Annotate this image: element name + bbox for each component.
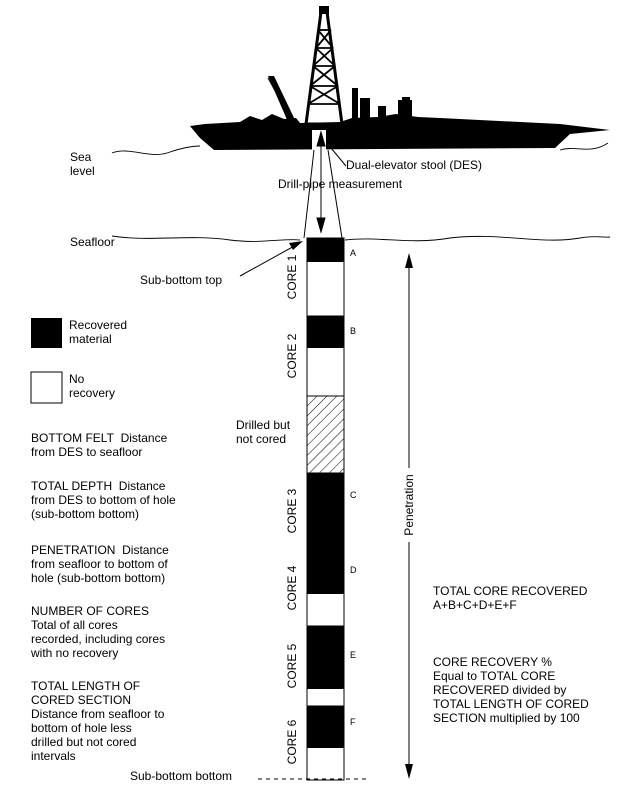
definition-total-depth: TOTAL DEPTH Distance from DES to bottom … [31,479,176,521]
des-label: Dual-elevator stool (DES) [346,158,483,172]
legend-no-recovery-swatch [30,371,63,404]
seafloor-label: Seafloor [70,235,115,249]
drilled-not-cored-zone [307,396,344,473]
core-2-label: CORE 2 [285,333,299,378]
crane [268,76,296,122]
definition-penetration: PENETRATION Distance from seafloor to bo… [31,543,169,585]
drilled-not-cored-label: Drilled but not cored [236,418,291,446]
definition-number-of-cores: NUMBER OF CORES Total of all cores recor… [31,604,261,660]
core-letter-f: F [350,717,356,727]
core-letter-d: D [350,565,357,575]
definition-term: BOTTOM FELT [31,431,114,445]
sub-bottom-top-label: Sub-bottom top [140,273,223,287]
seafloor-line [111,235,611,242]
total-core-recovered-text: TOTAL CORE RECOVERED A+B+C+D+E+F [433,584,588,612]
core-3-label: CORE 3 [285,488,299,533]
core-labels: CORE 1 CORE 2 CORE 3 CORE 4 CORE 5 CORE … [285,254,299,764]
core-4-recovered [307,549,344,594]
core-recovery-text: CORE RECOVERY % Equal to TOTAL CORE RECO… [433,655,589,725]
core-5-label: CORE 5 [285,643,299,688]
drill-pipe-arrows [303,130,347,239]
core-4-label: CORE 4 [285,565,299,610]
sub-bottom-bottom-label: Sub-bottom bottom [130,769,233,783]
core-2-recovered [307,316,344,348]
legend-recovered-swatch [31,318,62,348]
drill-pipe-label: Drill-pipe measurement [278,177,403,191]
penetration-arrow: Penetration [402,253,416,779]
core-3-recovered [307,473,344,549]
definition-term: PENETRATION [31,543,116,557]
core-letter-c: C [350,490,357,500]
definition-total-length: TOTAL LENGTH OF CORED SECTION Distance f… [31,679,261,763]
core-6-recovered [307,706,344,748]
definition-bottom-felt: BOTTOM FELT Distance from DES to seafloo… [31,431,168,459]
sea-level-line [111,142,609,155]
core-5-recovered [307,626,344,689]
core-letters: A B C D E F [350,248,357,727]
legend-recovered-label: Recovered material [69,318,128,346]
definition-term: TOTAL DEPTH [31,479,113,493]
derrick [304,10,344,126]
penetration-label: Penetration [402,474,416,535]
core-letter-b: B [350,326,356,336]
definition-term: TOTAL LENGTH OF [31,679,141,693]
core-6-label: CORE 6 [285,719,299,764]
sub-bottom-top-arrow [239,241,303,277]
core-1-label: CORE 1 [285,254,299,299]
definition-term: NUMBER OF CORES [31,604,150,618]
core-letter-a: A [350,248,356,258]
core-letter-e: E [350,650,356,660]
hole-column [306,237,345,781]
ship-hull [190,114,610,150]
drill-ship [190,6,610,150]
sea-level-label: Sea level [70,150,95,178]
legend-no-recovery-label: No recovery [69,372,116,400]
core-1-recovered [307,238,344,262]
